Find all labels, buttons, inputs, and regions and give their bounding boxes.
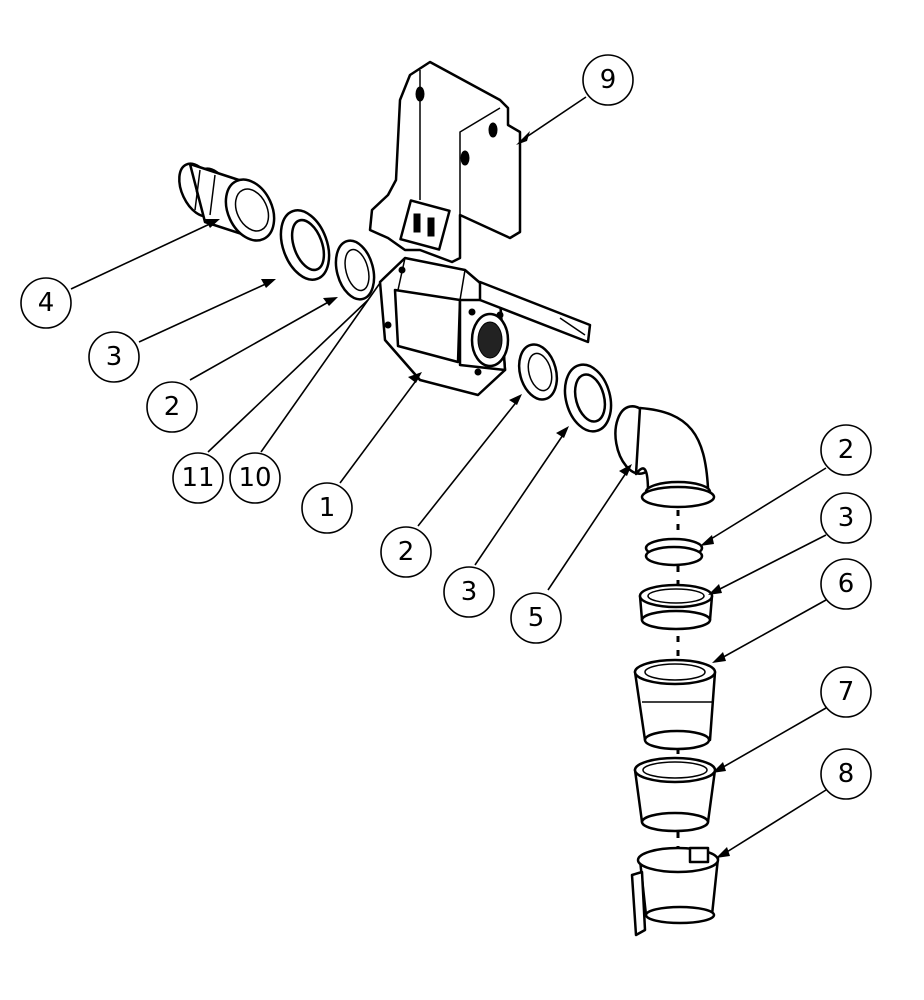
svg-text:2: 2 <box>398 537 415 567</box>
part-3-coupling-nut-middle <box>563 363 613 433</box>
svg-text:5: 5 <box>528 603 545 633</box>
part-2-gasket-lower <box>644 537 704 567</box>
balloon-3-upper: 3 <box>88 331 140 383</box>
part-8-clamp <box>630 846 720 937</box>
balloon-7: 7 <box>820 666 872 718</box>
svg-text:3: 3 <box>106 342 123 372</box>
svg-text:3: 3 <box>838 503 855 533</box>
part-2-gasket-upper <box>334 239 376 301</box>
svg-text:6: 6 <box>838 569 855 599</box>
svg-text:10: 10 <box>238 463 271 493</box>
part-6-adapter <box>633 658 717 751</box>
part-5-elbow <box>614 405 716 509</box>
svg-text:2: 2 <box>838 435 855 465</box>
svg-text:1: 1 <box>319 493 336 523</box>
balloon-2-lower: 2 <box>820 424 872 476</box>
part-3-coupling-nut-lower <box>638 583 714 631</box>
svg-text:11: 11 <box>181 463 214 493</box>
svg-text:2: 2 <box>164 392 181 422</box>
part-7-coupler <box>633 756 717 833</box>
balloon-3-middle: 3 <box>443 566 495 618</box>
svg-text:8: 8 <box>838 759 855 789</box>
balloon-8: 8 <box>820 748 872 800</box>
balloon-2-upper: 2 <box>146 381 198 433</box>
part-2-gasket-middle <box>517 343 559 401</box>
part-3-coupling-nut-upper <box>279 209 331 281</box>
balloon-9: 9 <box>582 54 634 106</box>
balloon-3-lower: 3 <box>820 492 872 544</box>
balloon-5: 5 <box>510 592 562 644</box>
balloon-4: 4 <box>20 277 72 329</box>
leader-lines <box>70 96 827 858</box>
svg-text:3: 3 <box>461 577 478 607</box>
svg-text:7: 7 <box>838 677 855 707</box>
balloon-1: 1 <box>301 482 353 534</box>
balloon-11: 11 <box>172 452 224 504</box>
svg-text:9: 9 <box>600 65 617 95</box>
part-9-bracket <box>368 60 522 264</box>
svg-text:4: 4 <box>38 288 55 318</box>
part-1-valve-body <box>378 256 592 397</box>
balloon-6: 6 <box>820 558 872 610</box>
balloon-10: 10 <box>229 452 281 504</box>
balloon-2-middle: 2 <box>380 526 432 578</box>
